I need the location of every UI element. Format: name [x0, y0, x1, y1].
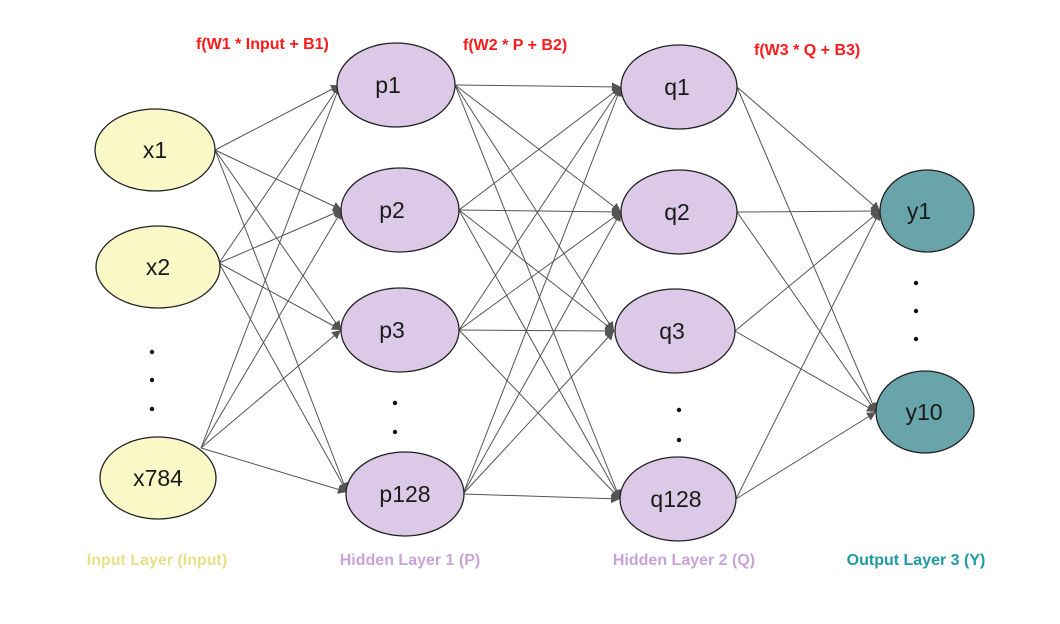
- node-p2-label: p2: [379, 197, 405, 223]
- node-y10-label: y10: [905, 399, 942, 425]
- hidden-layer-1-label: Hidden Layer 1 (P): [340, 552, 480, 569]
- node-q128-label: q128: [650, 486, 701, 512]
- formula-layer-1: f(W1 * Input + B1): [196, 36, 329, 53]
- ellipsis-dot: [392, 429, 398, 435]
- connection-arrow: [218, 262, 342, 331]
- node-q2-label: q2: [664, 199, 690, 225]
- node-x2-label: x2: [146, 254, 170, 280]
- node-x1: [94, 108, 216, 192]
- formula-layer-2: f(W2 * P + B2): [463, 37, 567, 54]
- connection-arrow: [200, 84, 341, 449]
- connection-arrow: [458, 329, 621, 500]
- connection-arrow: [458, 207, 622, 217]
- connection-arrow: [200, 329, 342, 449]
- ellipsis-dot: [913, 280, 919, 286]
- hidden-layer-2: q1 q2 q3 q128: [614, 44, 738, 542]
- ellipsis-dot: [676, 407, 682, 413]
- connection-arrow: [462, 493, 621, 504]
- output-layer-label: Output Layer 3 (Y): [847, 552, 986, 569]
- connection-arrow: [214, 149, 342, 331]
- connection-arrow: [458, 86, 622, 211]
- connection-arrow: [218, 262, 348, 493]
- ellipsis-dot: [392, 400, 398, 406]
- connection-arrow: [458, 211, 622, 331]
- node-y1-label: y1: [907, 198, 931, 224]
- connection-arrow: [736, 86, 881, 212]
- connection-arrow: [200, 447, 348, 494]
- node-p2: [340, 167, 460, 253]
- connection-arrow: [218, 84, 341, 264]
- output-layer: y1 y10: [875, 169, 975, 454]
- node-q3: [614, 288, 736, 374]
- connection-arrow: [454, 84, 615, 332]
- node-p3-label: p3: [379, 317, 405, 343]
- connection-arrow: [736, 206, 881, 216]
- connection-arrow: [458, 209, 615, 332]
- connection-arrow: [458, 86, 622, 331]
- node-q1: [620, 44, 738, 130]
- ellipsis-dot: [913, 336, 919, 342]
- node-x1-label: x1: [143, 137, 167, 163]
- node-p1: [336, 42, 456, 128]
- connection-arrow: [462, 211, 622, 495]
- ellipsis-dot: [676, 437, 682, 443]
- hidden-layer-1: p1 p2 p3 p128: [336, 42, 465, 537]
- connection-arrow: [736, 211, 877, 413]
- ellipsis-dot: [913, 308, 919, 314]
- connection-arrow: [214, 149, 348, 493]
- node-x784: [99, 436, 217, 520]
- hidden-layer-2-label: Hidden Layer 2 (Q): [613, 552, 755, 569]
- node-x784-label: x784: [133, 465, 183, 491]
- connection-arrow: [735, 210, 881, 500]
- connection-arrow: [454, 84, 622, 213]
- input-layer: x1 x2 x784: [94, 108, 221, 520]
- node-p128: [345, 451, 465, 537]
- node-x2: [95, 225, 221, 309]
- node-q1-label: q1: [664, 74, 690, 100]
- node-y10: [875, 370, 975, 454]
- node-p3: [340, 287, 460, 373]
- connection-arrow: [734, 210, 881, 332]
- connection-arrow: [458, 209, 621, 500]
- connection-arrow: [214, 149, 343, 211]
- connection-arrow: [454, 82, 622, 92]
- node-q3-label: q3: [659, 318, 685, 344]
- connection-arrow: [462, 86, 622, 495]
- connection-arrow: [735, 411, 877, 500]
- node-p128-label: p128: [379, 481, 430, 507]
- connection-arrow: [458, 326, 615, 336]
- ellipsis-dot: [149, 377, 155, 383]
- node-q128: [619, 456, 737, 542]
- connection-arrow: [218, 209, 343, 264]
- connection-arrow: [462, 330, 615, 495]
- ellipsis-dot: [149, 406, 155, 412]
- connection-arrow: [736, 86, 877, 413]
- input-layer-label: Input Layer (Input): [87, 552, 227, 569]
- connection-arrow: [200, 209, 343, 449]
- node-p1-label: p1: [375, 72, 401, 98]
- node-y1: [879, 169, 975, 253]
- connections: [200, 82, 881, 504]
- formula-layer-3: f(W3 * Q + B3): [754, 42, 860, 59]
- node-q2: [620, 169, 738, 255]
- connection-arrow: [734, 330, 877, 413]
- ellipsis-dot: [149, 349, 155, 355]
- connection-arrow: [214, 84, 341, 151]
- connection-arrow: [454, 84, 621, 500]
